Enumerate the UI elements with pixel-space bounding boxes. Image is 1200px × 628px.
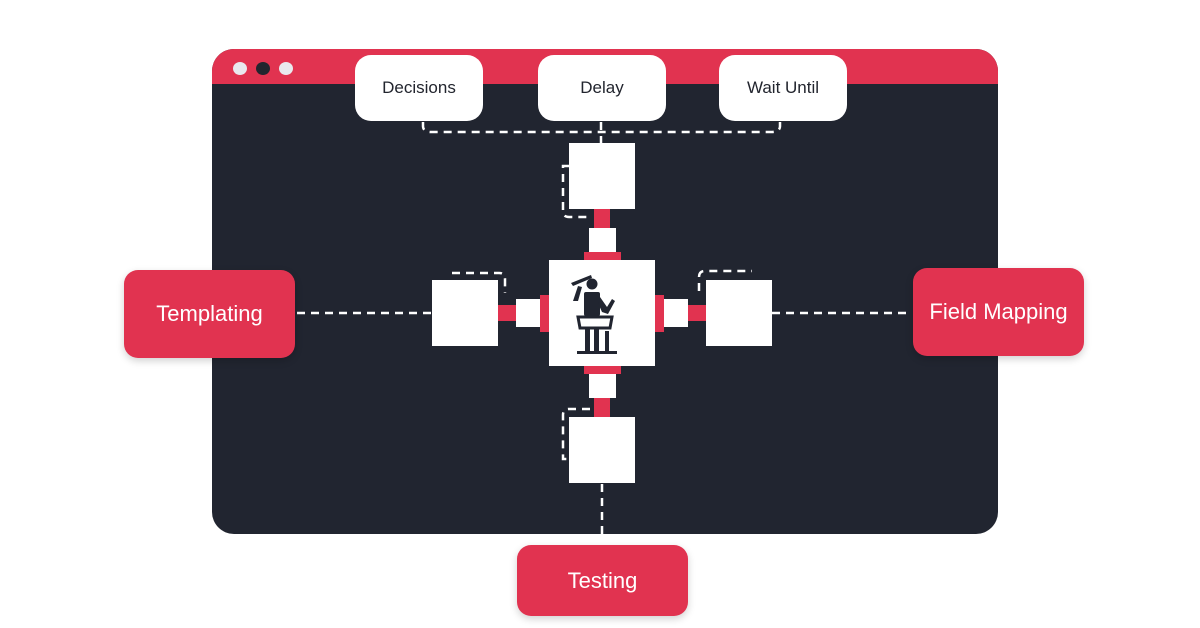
- plug-bottom: [589, 374, 616, 398]
- card-decisions[interactable]: Decisions: [355, 55, 483, 121]
- card-wait-until[interactable]: Wait Until: [719, 55, 847, 121]
- card-decisions-label: Decisions: [382, 78, 456, 97]
- plug-left: [516, 299, 540, 327]
- card-wait-until-label: Wait Until: [746, 78, 820, 97]
- card-templating-label: Templating: [156, 301, 263, 326]
- node-right[interactable]: [706, 280, 772, 346]
- plug-right: [664, 299, 688, 327]
- card-field-mapping[interactable]: Field Mapping: [913, 268, 1084, 356]
- pipe-left-collar: [540, 295, 549, 332]
- top-node-loop: [561, 164, 590, 219]
- card-testing-label: Testing: [567, 567, 638, 593]
- pipe-bottom-collar: [584, 366, 621, 374]
- card-templating[interactable]: Templating: [124, 270, 295, 358]
- window-dot-1[interactable]: [233, 62, 247, 75]
- card-delay[interactable]: Delay: [538, 55, 666, 121]
- left-node-loop: [452, 271, 507, 293]
- pipe-top-upper: [594, 209, 610, 228]
- window-dot-2[interactable]: [256, 62, 270, 75]
- card-testing[interactable]: Testing: [517, 545, 688, 616]
- card-delay-label: Delay: [580, 78, 624, 97]
- plug-top: [589, 228, 616, 252]
- right-node-loop: [697, 269, 752, 291]
- top-bracket-connector: [421, 122, 782, 134]
- pipe-left-outer: [498, 305, 516, 321]
- pipe-right-collar: [655, 295, 664, 332]
- central-hub[interactable]: [549, 260, 655, 366]
- pipe-top-collar: [584, 252, 621, 260]
- node-left[interactable]: [432, 280, 498, 346]
- conductor-icon: [571, 275, 617, 354]
- window-dot-3[interactable]: [279, 62, 293, 75]
- pipe-right-outer: [688, 305, 706, 321]
- node-bottom[interactable]: [569, 417, 635, 483]
- node-top[interactable]: [569, 143, 635, 209]
- card-field-mapping-label: Field Mapping: [929, 299, 1068, 324]
- pipe-bottom-lower: [594, 398, 610, 417]
- bottom-node-loop: [561, 407, 590, 461]
